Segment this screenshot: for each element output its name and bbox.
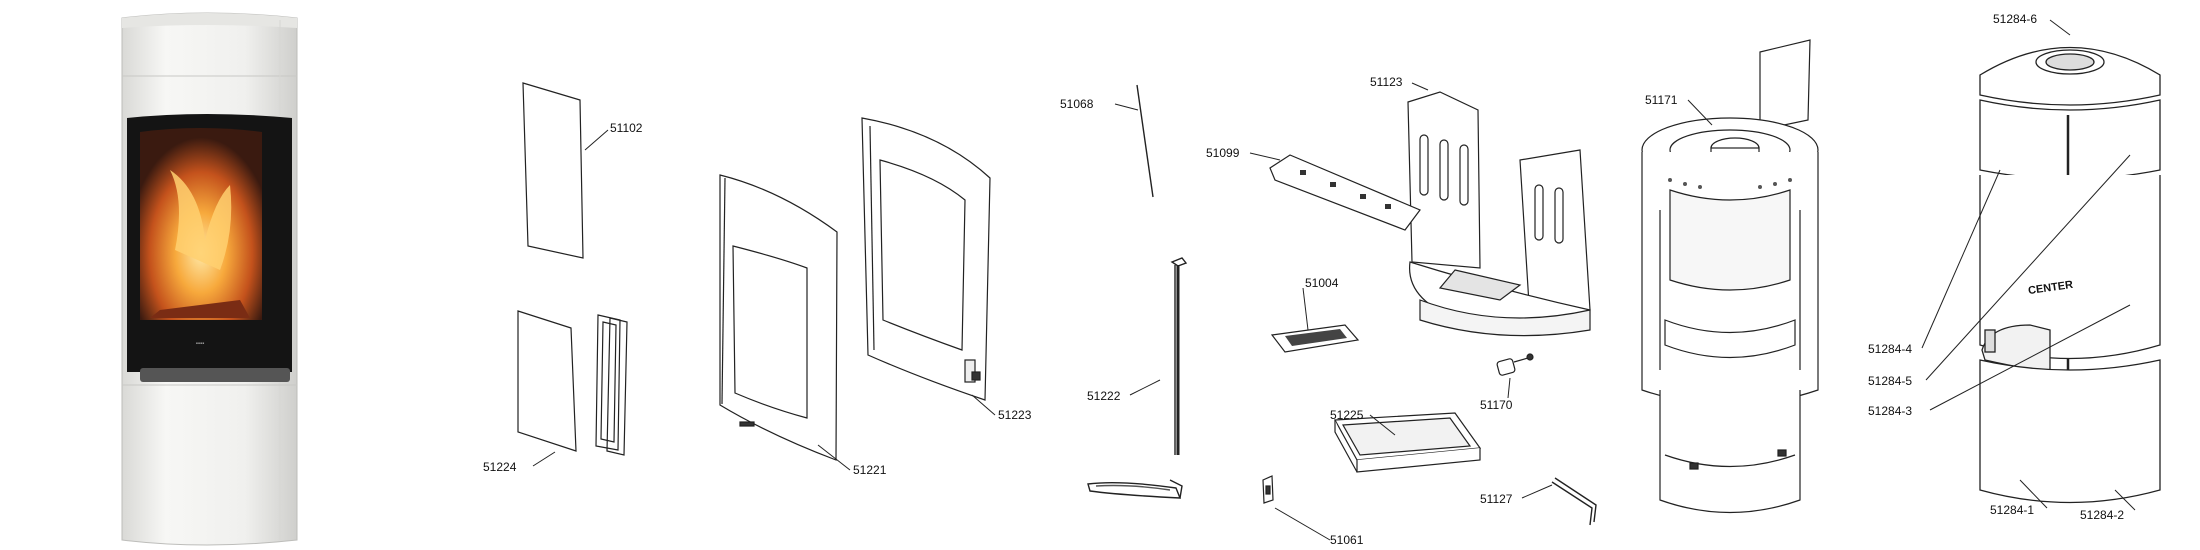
label-51284-3: 51284-3 [1868, 404, 1913, 418]
label-51123: 51123 [1370, 75, 1403, 89]
rods [1087, 84, 1188, 499]
part-51171-frame [1641, 39, 1819, 514]
part-51099-baffle [1269, 154, 1421, 231]
label-51004: 51004 [1305, 276, 1339, 290]
label-51284-4: 51284-4 [1868, 342, 1913, 356]
part-51221-door [719, 174, 838, 461]
label-51284-1: 51284-1 [1990, 503, 2035, 517]
ash-lip [140, 368, 290, 382]
label-51224: 51224 [483, 460, 517, 474]
part-51004-grate [1270, 324, 1360, 353]
stove-photo: ▪▪▪▪ [121, 12, 298, 546]
part-51224-glass [517, 310, 577, 452]
label-51099: 51099 [1206, 146, 1240, 160]
label-51225: 51225 [1330, 408, 1364, 422]
label-51171: 51171 [1645, 93, 1678, 107]
label-51284-2: 51284-2 [2080, 508, 2125, 522]
part-51225-ashpan [1334, 412, 1482, 473]
leader-lines [532, 19, 2136, 541]
label-51223: 51223 [998, 408, 1032, 422]
part-51068-rod [1136, 84, 1154, 198]
burn-chamber [1269, 91, 1591, 337]
part-51170-knob [1496, 353, 1534, 376]
part-51284-1-2 [1979, 359, 2161, 504]
part-51223-frame [861, 117, 991, 401]
label-51068: 51068 [1060, 97, 1094, 111]
part-51061-bracket [1262, 475, 1274, 504]
label-51284-6: 51284-6 [1993, 12, 2038, 26]
label-51170: 51170 [1480, 398, 1513, 412]
svg-text:▪▪▪▪: ▪▪▪▪ [196, 341, 205, 347]
label-51061: 51061 [1330, 533, 1364, 547]
part-51284-6-top [1979, 46, 2161, 106]
outer-casing [1979, 46, 2161, 504]
part-51284-4-5 [1979, 99, 2161, 180]
part-51102-glass [522, 82, 584, 259]
label-51222: 51222 [1087, 389, 1121, 403]
label-51127: 51127 [1480, 492, 1513, 506]
part-51127-tool [1551, 477, 1597, 526]
label-51221: 51221 [853, 463, 887, 477]
label-51102: 51102 [610, 121, 643, 135]
label-51284-5: 51284-5 [1868, 374, 1913, 388]
glass-parts [517, 82, 628, 456]
